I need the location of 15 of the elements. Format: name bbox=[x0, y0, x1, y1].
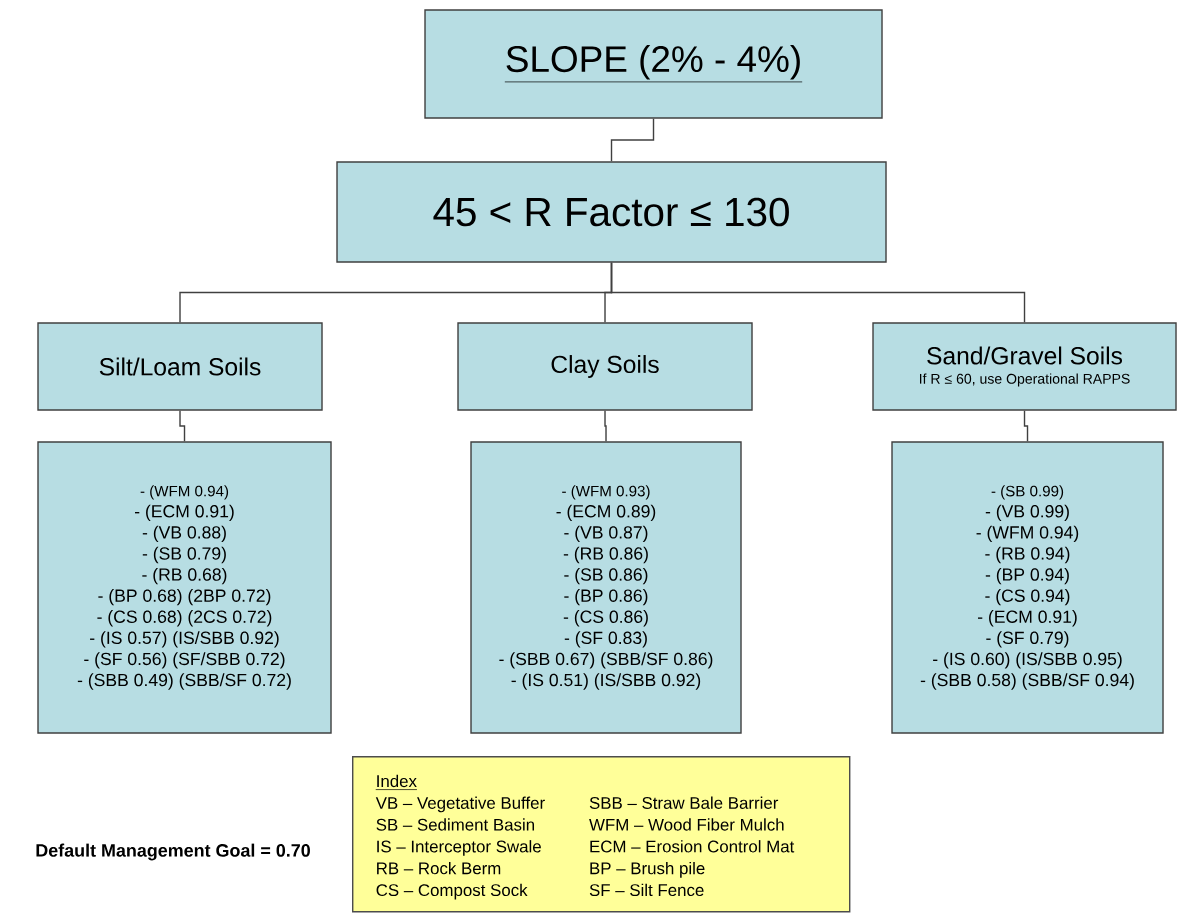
title-box: SLOPE (2% - 4%) bbox=[424, 9, 883, 119]
connector-line bbox=[610, 262, 1026, 323]
factor-box: 45 < R Factor ≤ 130 bbox=[336, 161, 887, 263]
connector-line bbox=[610, 118, 655, 162]
connector-line bbox=[179, 410, 186, 442]
connector-line bbox=[604, 410, 607, 442]
connector-line bbox=[1023, 410, 1029, 442]
rating-list-box: - (WFM 0.94) - (ECM 0.91) - (VB 0.88) - (SB 0.79) - (RB 0.68) - (BP 0.68) (2BP 0.72) - (CS 0.68) (2CS 0.72) - (IS 0.57) (IS/SBB 0.92) - (SF 0.56) (SF/SBB 0.72) - (SBB 0.49) (SBB/SF 0.72) bbox=[37, 441, 332, 734]
soil-box: Sand/Gravel Soils If R ≤ 60, use Operational RAPPS bbox=[872, 322, 1177, 411]
soil-box: Silt/Loam Soils bbox=[37, 322, 323, 411]
index-box: Index VB – Vegetative Buffer SBB – Straw Bale Barrier SB – Sediment Basin WFM – Wood Fiber Mulch IS – Interceptor Swale ECM – Erosion Control Mat RB – Rock Berm BP – Brush pile CS – Compost Sock SF – Silt Fence bbox=[352, 756, 851, 913]
note-text: Default Management Goal = 0.70 bbox=[36, 843, 310, 861]
soil-box: Clay Soils bbox=[457, 322, 753, 411]
rating-list-box: - (SB 0.99) - (VB 0.99) - (WFM 0.94) - (RB 0.94) - (BP 0.94) - (CS 0.94) - (ECM 0.91) - (SF 0.79) - (IS 0.60) (IS/SBB 0.95) - (SBB 0.58) (SBB/SF 0.94) bbox=[891, 441, 1164, 734]
rating-list-box: - (WFM 0.93) - (ECM 0.89) - (VB 0.87) - (RB 0.86) - (SB 0.86) - (BP 0.86) - (CS 0.86) - (SF 0.83) - (SBB 0.67) (SBB/SF 0.86) - (IS 0.51) (IS/SBB 0.92) bbox=[470, 441, 742, 734]
